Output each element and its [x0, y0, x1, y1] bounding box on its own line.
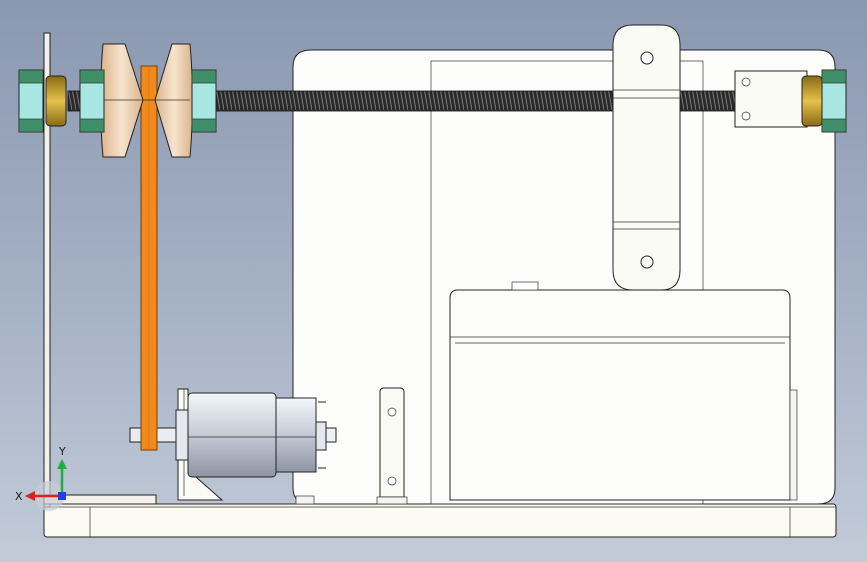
axis-triad: Y X: [15, 445, 67, 511]
base-plate: [43, 503, 837, 538]
carriage-arm: [612, 24, 681, 291]
nut-pulley-right: [191, 69, 217, 133]
z-axis-marker: [58, 492, 66, 500]
drive-belt: [140, 65, 158, 451]
dc-motor: [129, 392, 337, 478]
right-end-bracket: [734, 70, 808, 128]
x-axis-label: X: [15, 490, 23, 503]
nut-right-outer: [821, 69, 847, 133]
screw-pulley: [100, 43, 193, 158]
upright-bracket: [376, 387, 408, 505]
nut-left-inner: [79, 69, 105, 133]
bushing-right: [801, 75, 823, 127]
y-axis-label: Y: [58, 445, 66, 458]
battery-box: [449, 281, 798, 501]
bushing-left: [45, 75, 67, 127]
nut-left-outer: [18, 69, 44, 133]
